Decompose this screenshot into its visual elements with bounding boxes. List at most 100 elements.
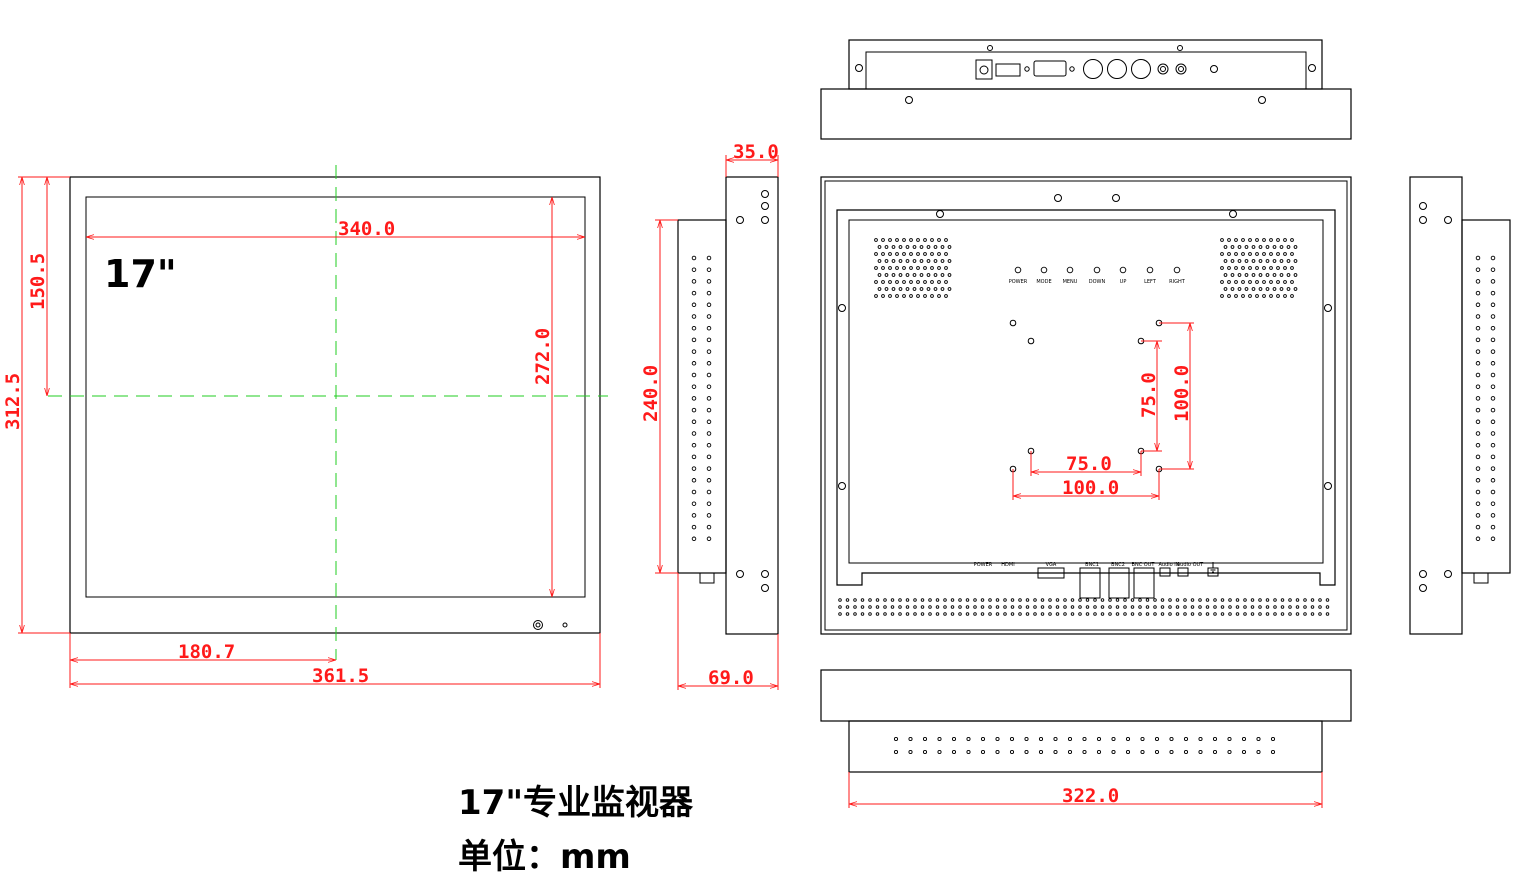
vent-hole — [1295, 605, 1300, 609]
speaker-hole — [1251, 245, 1256, 249]
vent-hole — [838, 605, 842, 609]
vent-hole — [706, 290, 712, 296]
vent-hole — [1010, 598, 1015, 602]
vent-hole — [928, 598, 932, 602]
vent-hole — [922, 749, 928, 755]
vent-hole — [1025, 612, 1030, 616]
vent-hole — [1093, 598, 1097, 602]
vent-hole — [1003, 598, 1007, 602]
vent-hole — [1490, 501, 1496, 506]
control-button-label: UP — [1120, 279, 1127, 285]
speaker-hole — [1262, 266, 1266, 270]
vent-hole — [1490, 419, 1496, 425]
vent-hole — [1111, 749, 1116, 755]
vent-hole — [883, 605, 887, 609]
vent-hole — [1258, 612, 1262, 616]
vent-hole — [1318, 598, 1322, 602]
vent-hole — [1490, 325, 1496, 331]
vent-hole — [908, 749, 913, 755]
vent-hole — [1053, 736, 1058, 742]
vent-hole — [973, 598, 977, 602]
speaker-hole — [1248, 238, 1252, 242]
vent-hole — [706, 513, 712, 518]
vent-hole — [838, 612, 842, 616]
vent-hole — [980, 605, 985, 609]
speaker-hole — [1220, 280, 1224, 284]
dim-front-half-width: 180.7 — [178, 641, 235, 663]
speaker-hole — [1272, 259, 1277, 263]
vent-hole — [1003, 605, 1007, 609]
speaker-hole — [1269, 294, 1273, 298]
vent-hole — [1475, 466, 1481, 471]
vent-hole — [1475, 325, 1481, 331]
vent-hole — [1145, 598, 1150, 602]
vent-hole — [1183, 612, 1187, 616]
vent-hole — [1168, 612, 1172, 616]
speaker-hole — [1230, 273, 1235, 277]
speaker-hole — [933, 259, 938, 263]
speaker-hole — [923, 280, 927, 284]
port-label: Audio OUT — [1177, 562, 1204, 568]
speaker-hole — [902, 266, 906, 270]
vent-hole — [1280, 612, 1285, 616]
drawing-title: 17"专业监视器 — [458, 783, 694, 823]
vent-hole — [1125, 736, 1131, 742]
vent-hole — [966, 749, 971, 755]
vent-hole — [1490, 372, 1496, 378]
speaker-hole — [1269, 280, 1273, 284]
speaker-hole — [1265, 287, 1270, 291]
speaker-hole — [1227, 266, 1231, 270]
speaker-hole — [874, 266, 878, 270]
vent-hole — [1475, 536, 1481, 542]
vent-hole — [1145, 605, 1150, 609]
vent-hole — [1168, 598, 1172, 602]
vent-hole — [995, 598, 1000, 602]
vent-hole — [845, 598, 850, 602]
vent-hole — [1250, 605, 1255, 609]
vent-hole — [1140, 736, 1145, 742]
vent-hole — [1475, 407, 1481, 413]
vent-hole — [691, 325, 697, 331]
speaker-hole — [1248, 266, 1252, 270]
speaker-hole — [1255, 280, 1259, 284]
speaker-hole — [905, 259, 910, 263]
vent-hole — [1490, 302, 1496, 308]
speaker-hole — [874, 294, 878, 298]
vent-hole — [1475, 290, 1481, 296]
vent-hole — [995, 605, 1000, 609]
vent-hole — [913, 598, 917, 602]
vent-hole — [691, 489, 697, 495]
control-button — [1066, 266, 1074, 274]
speaker-hole — [905, 245, 910, 249]
vent-hole — [1183, 605, 1187, 609]
speaker-hole — [947, 245, 952, 249]
vent-hole — [890, 605, 895, 609]
vent-hole — [928, 605, 932, 609]
speaker-hole — [1234, 280, 1238, 284]
speaker-hole — [881, 266, 885, 270]
speaker-hole — [1265, 273, 1270, 277]
vent-hole — [1082, 749, 1087, 755]
dim-side-panel-height: 240.0 — [640, 365, 662, 422]
vent-hole — [1033, 598, 1037, 602]
vent-hole — [1490, 337, 1496, 343]
vent-hole — [1153, 605, 1157, 609]
speaker-hole — [1220, 294, 1224, 298]
vent-hole — [1303, 605, 1307, 609]
vent-hole — [1490, 361, 1496, 366]
vent-hole — [1190, 605, 1195, 609]
vent-hole — [943, 612, 947, 616]
vent-hole — [853, 598, 857, 602]
top-view — [820, 39, 1352, 140]
vent-hole — [965, 598, 970, 602]
vent-hole — [1115, 605, 1120, 609]
vent-hole — [1048, 605, 1052, 609]
vent-hole — [706, 279, 712, 284]
speaker-hole — [881, 252, 885, 256]
control-button-label: LEFT — [1144, 279, 1157, 285]
vent-hole — [1265, 598, 1270, 602]
speaker-hole — [926, 273, 931, 277]
speaker-grille-left — [874, 238, 952, 298]
vent-hole — [958, 612, 962, 616]
vent-holes-bottom — [893, 736, 1276, 755]
